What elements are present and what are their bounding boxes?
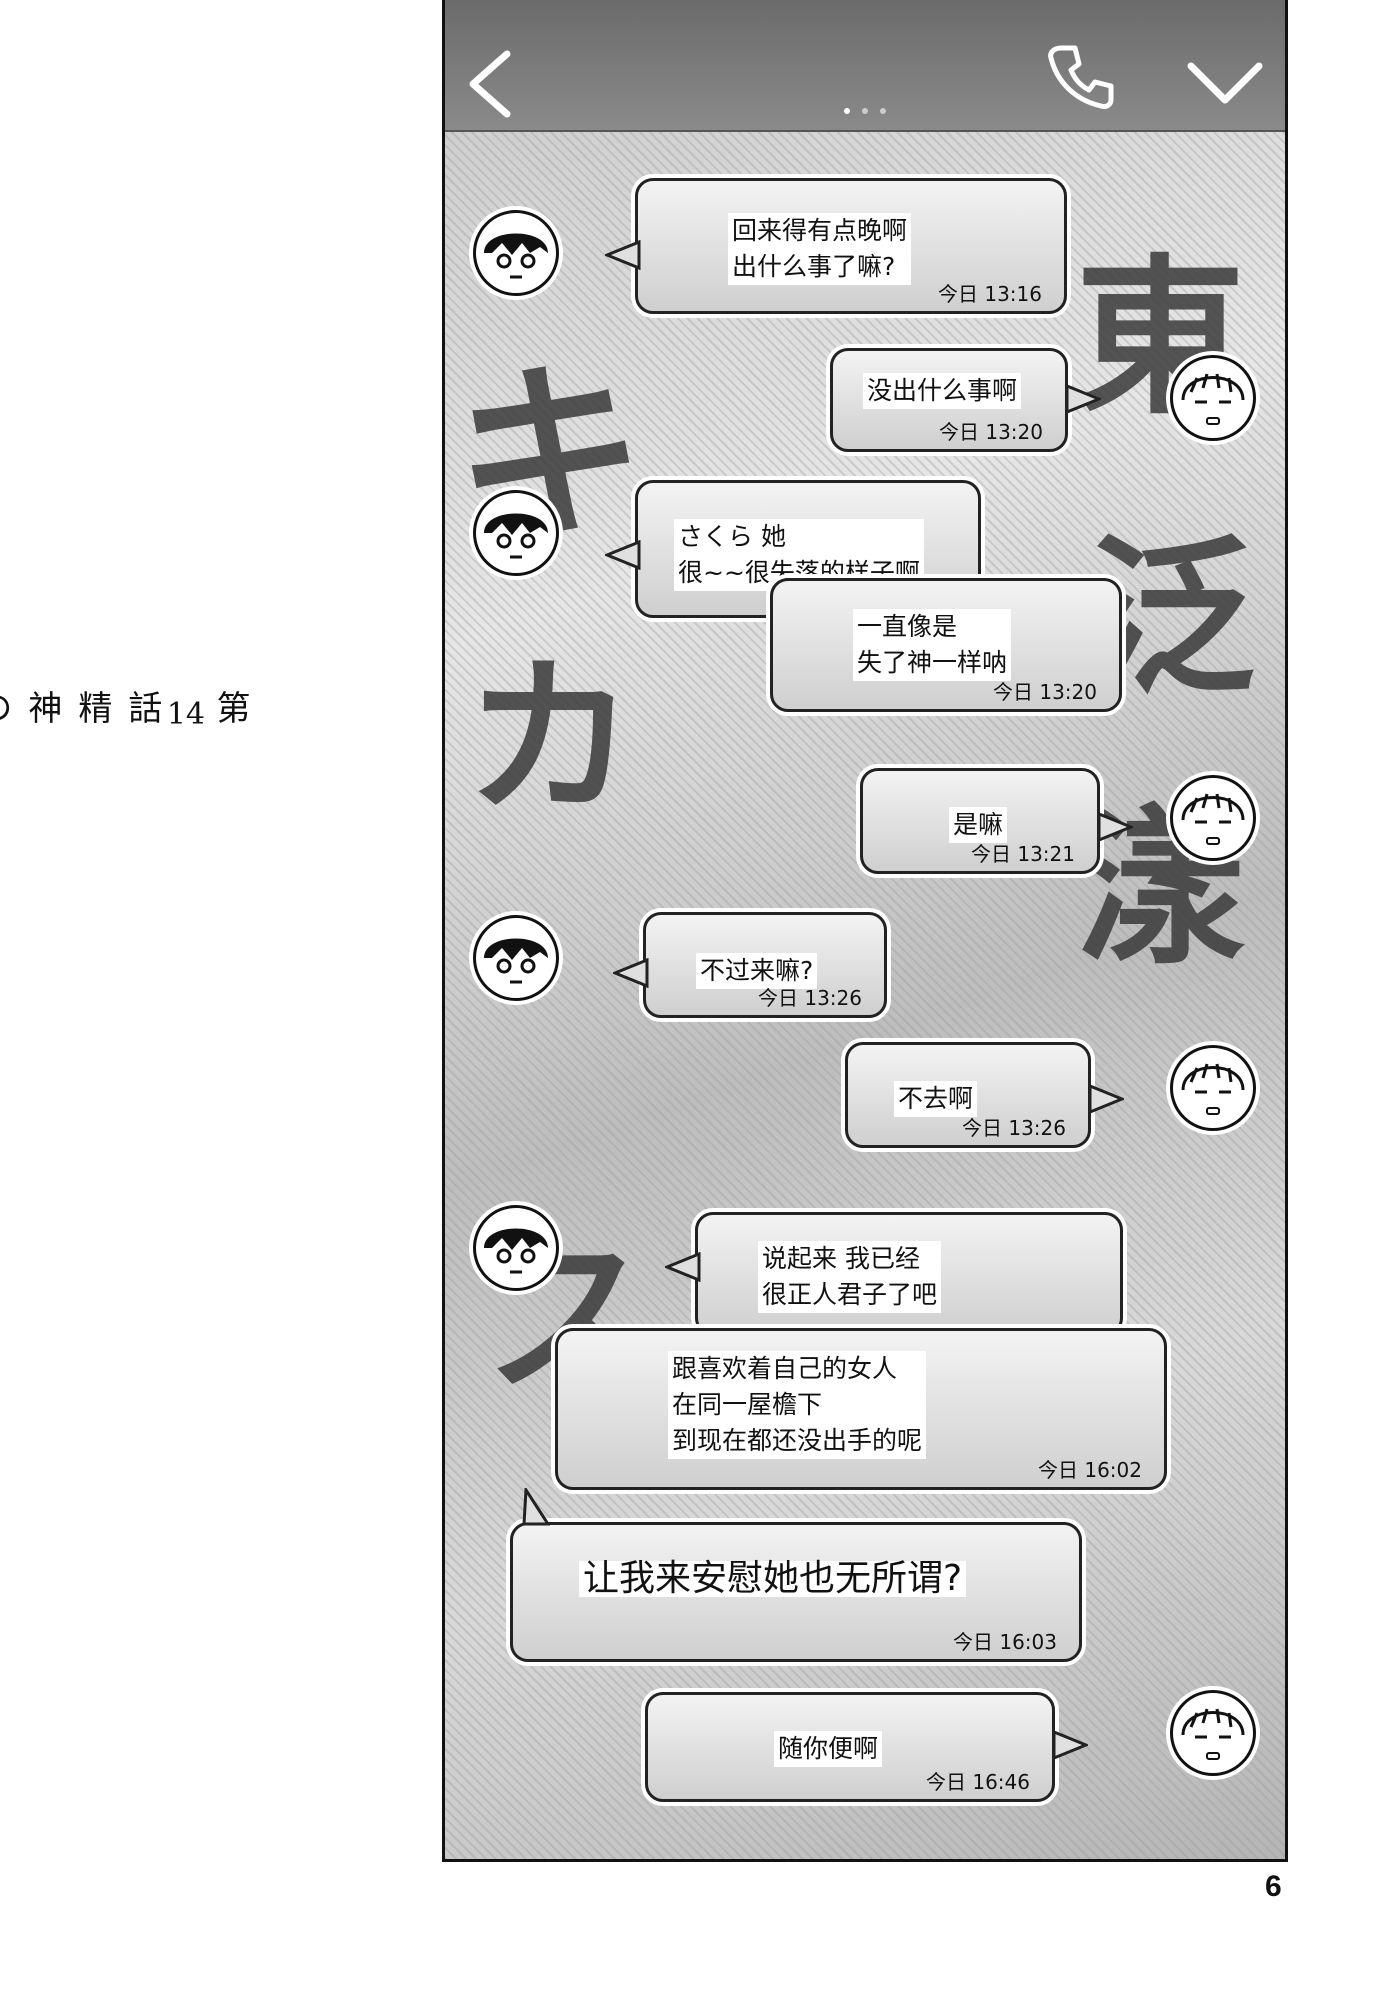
message-text: 不去啊 xyxy=(894,1081,978,1117)
avatar-right[interactable] xyxy=(1170,775,1256,861)
light-hair-character-icon xyxy=(1181,1708,1245,1760)
bubble-tail xyxy=(1097,812,1133,842)
message-bubble-outgoing[interactable]: 是嘛 今日 13:21 xyxy=(860,768,1100,874)
bubble-tail xyxy=(1065,384,1101,414)
message-bubble-outgoing[interactable]: 不去啊 今日 13:26 xyxy=(845,1042,1091,1148)
message-timestamp: 今日 16:03 xyxy=(953,1630,1057,1654)
dark-hair-character-icon xyxy=(484,513,548,559)
chapter-char: 第 xyxy=(210,690,250,734)
message-bubble-incoming[interactable]: 跟喜欢着自己的女人 在同一屋檐下 到现在都还没出手的呢 今日 16:02 xyxy=(555,1328,1167,1490)
chat-screen: キ カ ス 東 泛 漾 xyxy=(442,0,1288,1862)
bubble-tail xyxy=(605,240,641,270)
bubble-tail xyxy=(605,540,641,570)
page-number: 6 xyxy=(1265,1870,1282,1903)
light-hair-character-icon xyxy=(1181,1063,1245,1115)
phone-call-icon[interactable] xyxy=(1045,40,1117,112)
message-timestamp: 今日 13:26 xyxy=(962,1116,1066,1140)
message-text: 很正人君子了吧 xyxy=(758,1277,942,1313)
dark-hair-character-icon xyxy=(484,233,548,279)
avatar-left[interactable] xyxy=(473,915,559,1001)
message-text: 随你便啊 xyxy=(774,1731,883,1767)
message-text: 说起来 我已经 xyxy=(758,1241,942,1277)
message-text: 一直像是 xyxy=(853,609,1012,645)
message-timestamp: 今日 13:20 xyxy=(939,420,1043,444)
message-bubble-incoming[interactable]: 一直像是 失了神一样呐 今日 13:20 xyxy=(770,578,1122,712)
dark-hair-character-icon xyxy=(484,938,548,984)
light-hair-character-icon xyxy=(1181,793,1245,845)
bubble-tail xyxy=(522,1488,550,1526)
avatar-right[interactable] xyxy=(1170,1045,1256,1131)
message-text: 跟喜欢着自己的女人 xyxy=(668,1351,927,1387)
avatar-right[interactable] xyxy=(1170,355,1256,441)
message-text: さくら 她 xyxy=(674,519,924,555)
chapter-title: 第 14 話 精 神 の ク ロ ー ザ ー xyxy=(0,690,255,764)
message-text: 不过来嘛? xyxy=(696,953,818,989)
avatar-left[interactable] xyxy=(473,210,559,296)
chapter-char: 話 xyxy=(121,690,162,734)
message-timestamp: 今日 13:16 xyxy=(938,282,1042,306)
message-timestamp: 今日 13:21 xyxy=(971,842,1075,866)
back-arrow-icon[interactable] xyxy=(465,48,515,120)
light-hair-character-icon xyxy=(1181,373,1245,425)
message-timestamp: 今日 13:26 xyxy=(758,986,862,1010)
bubble-tail xyxy=(665,1252,701,1282)
bubble-tail xyxy=(1088,1084,1124,1114)
dark-hair-character-icon xyxy=(484,1228,548,1274)
message-bubble-incoming[interactable]: 说起来 我已经 很正人君子了吧 xyxy=(695,1212,1123,1336)
avatar-left[interactable] xyxy=(473,490,559,576)
message-text: 回来得有点晚啊 xyxy=(728,213,912,249)
background-brush-stroke: カ xyxy=(465,638,636,838)
message-text: 让我来安慰她也无所谓? xyxy=(579,1561,967,1597)
avatar-left[interactable] xyxy=(473,1205,559,1291)
message-bubble-outgoing[interactable]: 随你便啊 今日 16:46 xyxy=(645,1692,1055,1802)
avatar-right[interactable] xyxy=(1170,1690,1256,1776)
message-bubble-incoming[interactable]: 不过来嘛? 今日 13:26 xyxy=(643,912,887,1018)
bubble-tail xyxy=(613,958,649,988)
page-indicator xyxy=(844,108,886,114)
message-text: 没出什么事啊 xyxy=(863,373,1022,409)
chapter-char: 14 xyxy=(166,697,205,732)
message-bubble-incoming[interactable]: 回来得有点晚啊 出什么事了嘛? 今日 13:16 xyxy=(635,178,1067,314)
message-text: 失了神一样呐 xyxy=(853,645,1012,681)
message-bubble-incoming[interactable]: 让我来安慰她也无所谓? 今日 16:03 xyxy=(510,1522,1082,1662)
message-text: 在同一屋檐下 xyxy=(668,1387,927,1423)
chat-top-bar xyxy=(445,0,1285,132)
message-timestamp: 今日 16:02 xyxy=(1038,1458,1142,1482)
message-text: 到现在都还没出手的呢 xyxy=(668,1423,927,1459)
chapter-char: の xyxy=(0,690,12,734)
chevron-down-icon[interactable] xyxy=(1185,58,1265,108)
message-timestamp: 今日 13:20 xyxy=(993,680,1097,704)
message-timestamp: 今日 16:46 xyxy=(926,1770,1030,1794)
message-text: 是嘛 xyxy=(949,807,1008,843)
chapter-char: 精 xyxy=(71,690,112,734)
bubble-tail xyxy=(1052,1730,1088,1760)
chapter-char: 神 xyxy=(21,690,62,734)
message-bubble-outgoing[interactable]: 没出什么事啊 今日 13:20 xyxy=(830,348,1068,452)
message-text: 出什么事了嘛? xyxy=(728,249,912,285)
